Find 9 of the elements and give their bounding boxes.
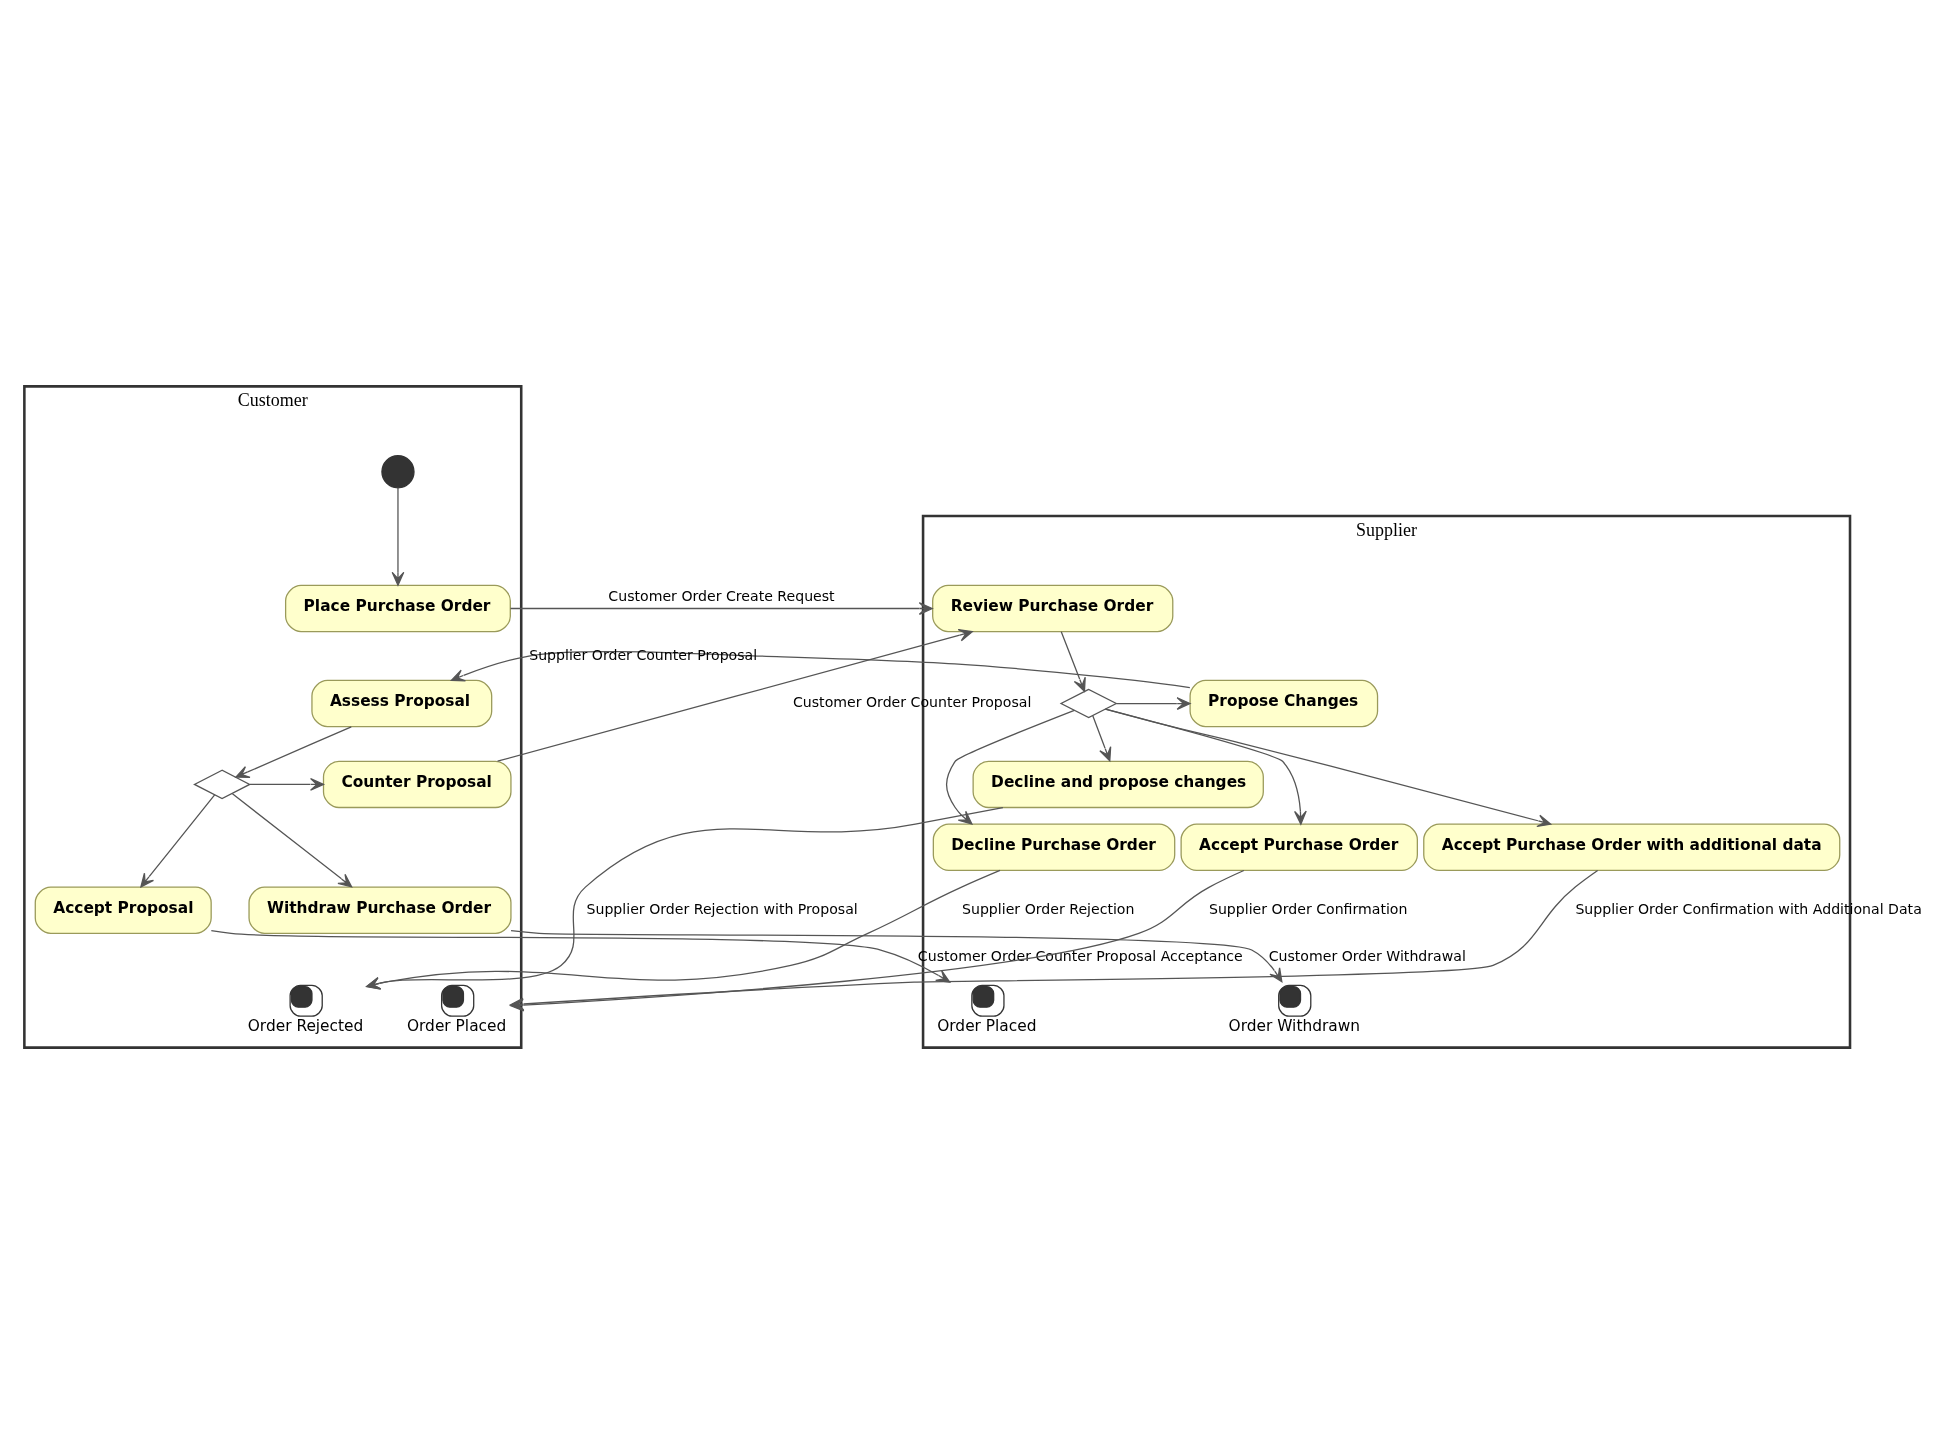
node-label: Order Placed	[406, 1016, 507, 1035]
edge-label: Customer Order Create Request	[608, 587, 835, 604]
node-label: Order Withdrawn	[1228, 1016, 1361, 1035]
edge-label: Supplier Order Rejection with Proposal	[586, 900, 858, 917]
node-label: Order Placed	[937, 1016, 1037, 1035]
node-label: Order Rejected	[247, 1016, 364, 1035]
edge-label: Customer Order Withdrawal	[1268, 947, 1466, 964]
edge-label: Supplier Order Confirmation	[1208, 900, 1408, 917]
edge-label: Supplier Order Rejection	[962, 900, 1135, 917]
